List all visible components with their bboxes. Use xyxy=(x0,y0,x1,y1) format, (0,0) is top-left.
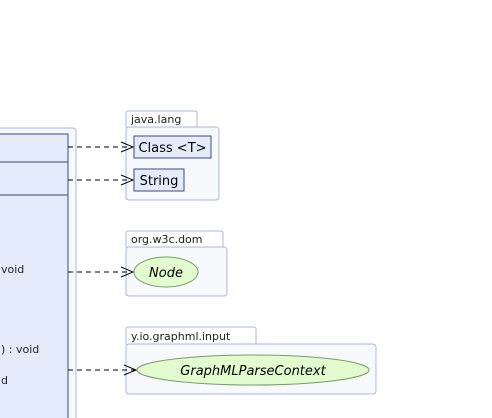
main-class[interactable]: void ) : void d xyxy=(0,127,77,418)
package-java-lang-label: java.lang xyxy=(130,113,181,126)
member-line-paren-void: ) : void xyxy=(1,343,39,356)
package-org-w3c-dom[interactable]: org.w3c.dom Node xyxy=(125,230,228,297)
package-org-w3c-dom-label: org.w3c.dom xyxy=(131,233,203,246)
interface-graphml-parse-context-label: GraphMLParseContext xyxy=(180,364,326,379)
class-class-t-label: Class <T> xyxy=(138,141,206,156)
class-string-label: String xyxy=(140,174,179,189)
member-line-void: void xyxy=(1,263,24,276)
interface-graphml-parse-context[interactable]: GraphMLParseContext xyxy=(136,354,370,386)
interface-node-label: Node xyxy=(149,266,183,281)
main-class-box xyxy=(0,133,69,418)
member-line-d: d xyxy=(1,374,8,387)
class-class-t[interactable]: Class <T> xyxy=(133,135,212,159)
package-y-io-graphml-input-label: y.io.graphml.input xyxy=(131,330,231,343)
interface-node[interactable]: Node xyxy=(133,256,199,288)
package-java-lang[interactable]: java.lang Class <T> String xyxy=(125,110,220,201)
class-string[interactable]: String xyxy=(133,168,185,192)
package-y-io-graphml-input[interactable]: y.io.graphml.input GraphMLParseContext xyxy=(125,326,377,395)
